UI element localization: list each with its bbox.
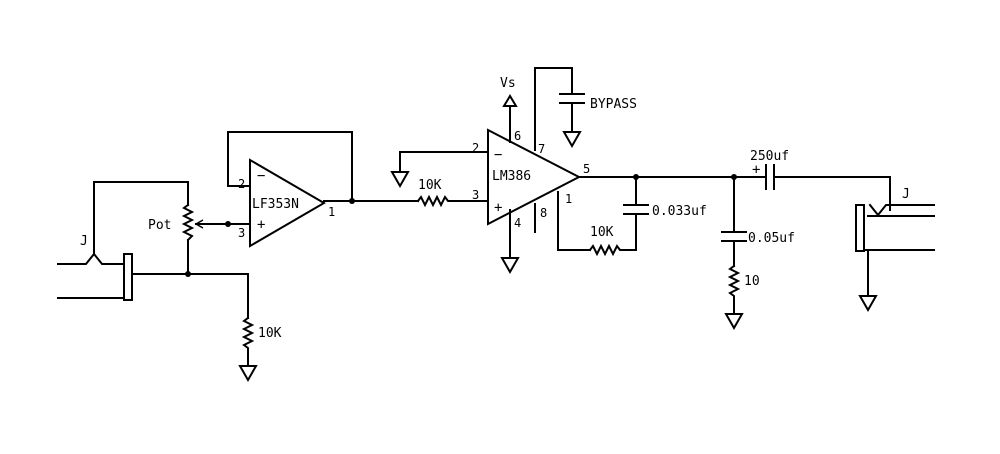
ground-icon	[562, 131, 582, 149]
r-ground-label: 10K	[258, 326, 282, 341]
supply-arrow-icon	[502, 94, 518, 107]
pot-label: Pot	[148, 218, 171, 233]
amp-plus: +	[494, 200, 502, 216]
wire-bypass	[534, 67, 573, 151]
ground-icon	[390, 171, 410, 189]
opamp1-pin3: 3	[238, 226, 245, 240]
vs-label: Vs	[500, 76, 516, 91]
r-gain-label: 10K	[590, 225, 614, 240]
amp-minus: −	[494, 147, 502, 163]
amp-pin2: 2	[472, 141, 479, 155]
c-out-label: 250uf	[750, 149, 789, 164]
junction-dot	[185, 271, 191, 277]
resistor-10k-series: 10K	[416, 178, 489, 208]
amp-pin7: 7	[538, 142, 545, 156]
opamp1-minus: −	[257, 168, 265, 184]
opamp-lf353n: LF353N − + 2 3 1	[238, 158, 335, 248]
capacitor-0033uf: 0.033uf	[623, 177, 707, 219]
resistor-10-zobel: 10	[727, 264, 760, 315]
wire-pin1	[557, 191, 591, 251]
capacitor-250uf: + 250uf	[750, 149, 789, 190]
output-jack: J	[855, 187, 935, 252]
resistor-10k-gain: 10K	[588, 225, 637, 257]
amp-pin4: 4	[514, 216, 521, 230]
wire-amp-inv-ground	[399, 151, 489, 173]
amp-pin5: 5	[583, 162, 590, 176]
wire-opamp1-feedback	[227, 131, 353, 202]
wire-sleeve-ground	[131, 273, 249, 319]
capacitor-bypass: BYPASS	[559, 93, 637, 133]
opamp1-pin2: 2	[238, 177, 245, 191]
amp-label: LM386	[492, 169, 531, 184]
potentiometer: Pot	[148, 203, 251, 275]
r-zobel-label: 10	[744, 274, 760, 289]
ground-icon	[238, 365, 258, 383]
ground-icon	[500, 257, 520, 275]
ground-icon	[724, 313, 744, 331]
wire-jack-to-pot	[93, 181, 189, 255]
resistor-10k-ground: 10K	[241, 316, 282, 367]
opamp1-plus: +	[257, 217, 265, 233]
ground-icon	[858, 295, 878, 313]
bypass-label: BYPASS	[590, 97, 637, 112]
c-out-plus: +	[752, 162, 760, 178]
c-zobel-label: 0.05uf	[748, 231, 795, 246]
r-series-label: 10K	[418, 178, 442, 193]
c-gain-label: 0.033uf	[652, 204, 707, 219]
capacitor-005uf: 0.05uf	[721, 231, 795, 267]
opamp1-pin1: 1	[328, 205, 335, 219]
amp-pin3: 3	[472, 188, 479, 202]
opamp1-label: LF353N	[252, 197, 299, 212]
output-jack-label: J	[902, 187, 910, 202]
amp-pin6: 6	[514, 129, 521, 143]
junction-dot	[633, 174, 639, 180]
amp-lm386: LM386 − + 2 3 6 7 5 4 8 1	[472, 128, 590, 230]
amp-pin8: 8	[540, 206, 547, 220]
wire-to-output-jack	[773, 176, 891, 211]
input-jack-label: J	[80, 234, 88, 249]
junction-dot	[225, 221, 231, 227]
amp-pin1: 1	[565, 192, 572, 206]
